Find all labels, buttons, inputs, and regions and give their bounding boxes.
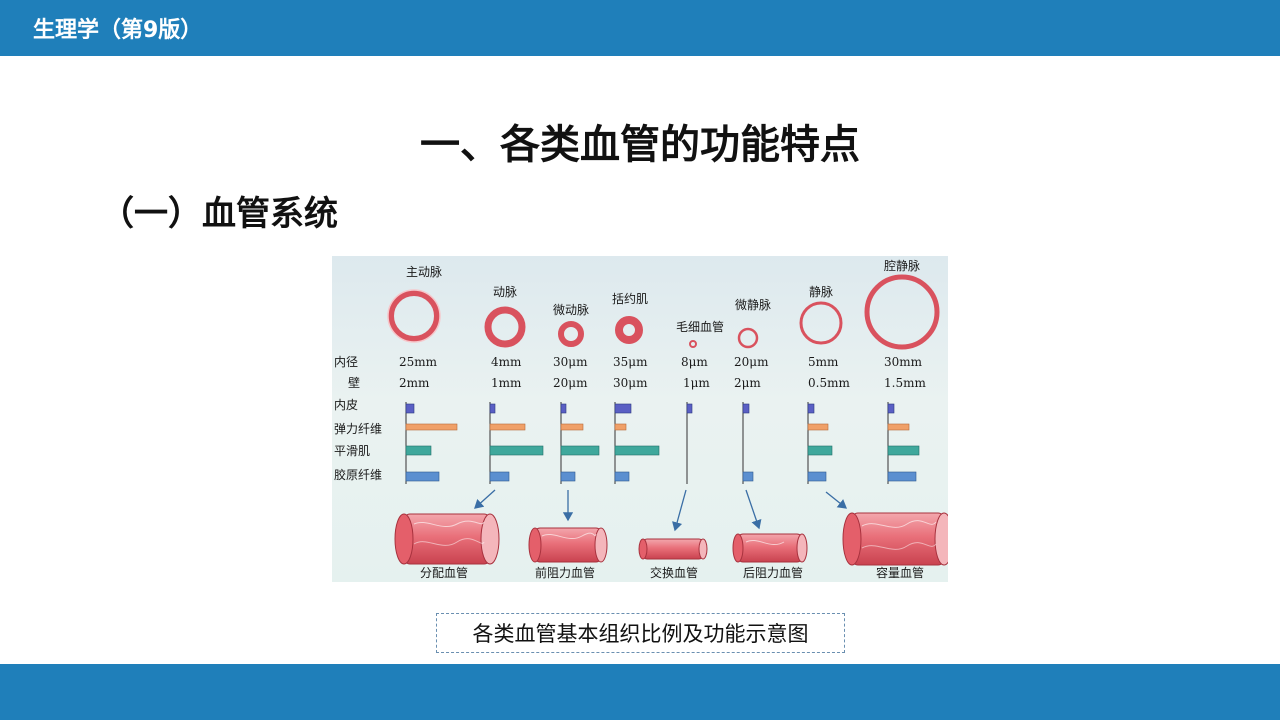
arrow-vein: [825, 491, 848, 509]
slide-title: 一、各类血管的功能特点: [420, 122, 860, 168]
composition-arteriole: [560, 402, 600, 484]
vena-cava-ring: [864, 274, 940, 350]
vena-cava-wall: 1.5mm: [884, 376, 926, 390]
vessel-name-sphincter: 括约肌: [612, 291, 648, 306]
exchange-vessel-illustration: [638, 538, 708, 560]
post-resistance-vessel-illustration: [732, 533, 808, 563]
vessel-diagram: 主动脉 动脉 微动脉 括约肌 毛细血管 微静脉 静脉 腔静脉 内径 壁 内皮 弹…: [332, 256, 948, 582]
label-inner-diameter: 内径: [334, 355, 358, 369]
vein-diameter: 5mm: [808, 355, 839, 369]
label-collagen-fiber: 胶原纤维: [334, 467, 382, 482]
artery-ring: [484, 306, 526, 348]
venule-ring: [737, 327, 759, 349]
footer-bar: [0, 664, 1280, 720]
function-label-pre-resistance: 前阻力血管: [535, 565, 595, 580]
vessel-name-vein: 静脉: [809, 284, 833, 299]
arteriole-diameter: 30μm: [553, 355, 588, 369]
composition-sphincter: [614, 402, 660, 484]
arrow-artery: [474, 489, 496, 509]
section-title: （一）血管系统: [100, 194, 338, 234]
arteriole-ring: [558, 321, 584, 347]
composition-vena-cava: [887, 402, 920, 484]
distribution-vessel-illustration: [394, 513, 500, 565]
arrow-capillary: [672, 489, 687, 532]
label-wall: 壁: [348, 375, 360, 390]
vein-ring: [799, 301, 843, 345]
capillary-ring: [689, 340, 697, 348]
artery-diameter: 4mm: [491, 355, 522, 369]
aorta-ring-outline: [387, 289, 441, 343]
label-elastic-fiber: 弹力纤维: [334, 422, 382, 436]
composition-venule: [742, 402, 754, 484]
arteriole-wall: 20μm: [553, 376, 588, 390]
capillary-wall: 1μm: [683, 376, 710, 390]
arrow-venule: [745, 489, 762, 530]
composition-capillary: [686, 402, 693, 484]
vessel-name-artery: 动脉: [493, 284, 517, 299]
function-label-exchange: 交换血管: [650, 565, 698, 580]
composition-artery: [489, 402, 544, 484]
aorta-wall: 2mm: [399, 376, 430, 390]
composition-vein: [807, 402, 833, 484]
function-label-distribution: 分配血管: [420, 565, 468, 580]
book-title: 生理学（第9版）: [33, 18, 203, 43]
vessel-diagram-svg: 主动脉 动脉 微动脉 括约肌 毛细血管 微静脉 静脉 腔静脉 内径 壁 内皮 弹…: [334, 258, 948, 580]
vena-cava-diameter: 30mm: [884, 355, 923, 369]
capillary-diameter: 8μm: [681, 355, 708, 369]
aorta-ring: [388, 290, 440, 342]
vessel-name-vena-cava: 腔静脉: [884, 258, 920, 273]
figure-caption: 各类血管基本组织比例及功能示意图: [436, 613, 845, 653]
vessel-name-arteriole: 微动脉: [553, 302, 589, 317]
sphincter-diameter: 35μm: [613, 355, 648, 369]
venule-wall: 2μm: [734, 376, 761, 390]
vein-wall: 0.5mm: [808, 376, 850, 390]
composition-aorta: [405, 402, 458, 484]
label-endothelium: 内皮: [334, 398, 358, 412]
figure-caption-text: 各类血管基本组织比例及功能示意图: [472, 622, 809, 646]
pre-resistance-vessel-illustration: [528, 527, 608, 563]
vessel-name-venule: 微静脉: [735, 297, 771, 312]
aorta-diameter: 25mm: [399, 355, 438, 369]
vessel-name-capillary: 毛细血管: [676, 319, 724, 334]
function-label-capacitance: 容量血管: [876, 565, 924, 580]
sphincter-ring: [615, 316, 643, 344]
artery-wall: 1mm: [491, 376, 522, 390]
function-label-post-resistance: 后阻力血管: [743, 565, 803, 580]
header-bar: 生理学（第9版）: [0, 0, 1280, 56]
vessel-name-aorta: 主动脉: [406, 264, 442, 279]
capacitance-vessel-illustration: [842, 512, 948, 566]
label-smooth-muscle: 平滑肌: [334, 444, 370, 458]
sphincter-wall: 30μm: [613, 376, 648, 390]
venule-diameter: 20μm: [734, 355, 769, 369]
